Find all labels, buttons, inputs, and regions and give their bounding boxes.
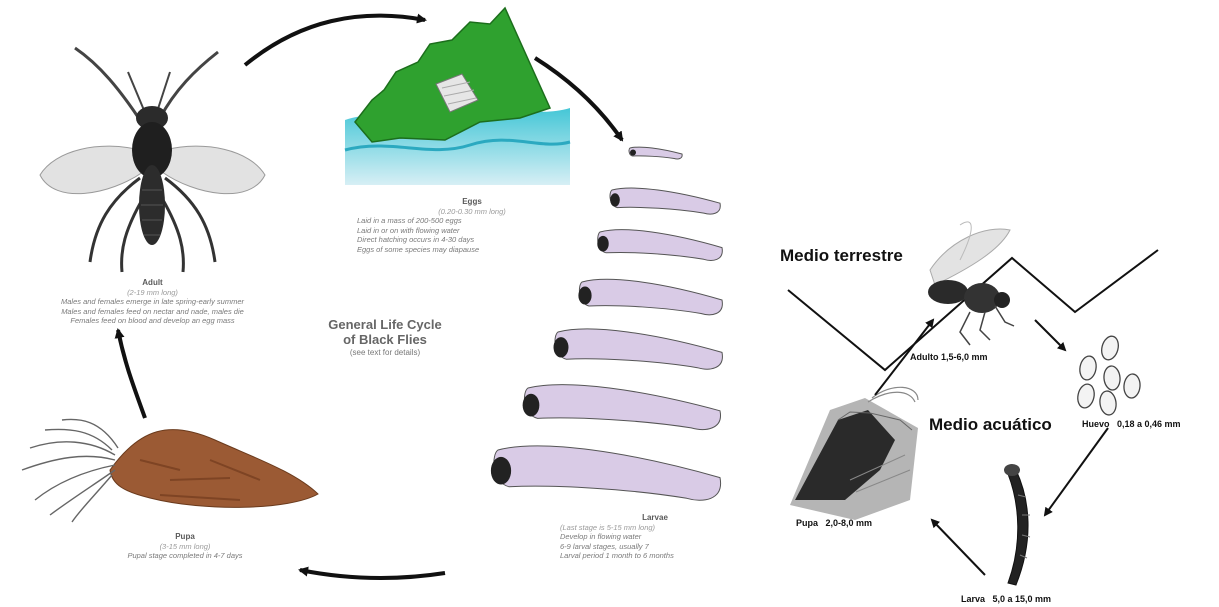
pupa-image <box>790 387 918 520</box>
adult-line-2: Males and females feed on nectar and nad… <box>5 307 300 316</box>
arrow-larvae-to-pupa <box>300 570 445 578</box>
arrow-adulto-to-huevo <box>1035 320 1065 350</box>
pupa-caption: Pupa (3-15 mm long) Pupal stage complete… <box>95 532 275 561</box>
title-line-1: General Life Cycle <box>300 318 470 333</box>
pupa-line-1: Pupal stage completed in 4-7 days <box>95 551 275 560</box>
eggs-caption: Eggs (0.20-0.30 mm long) Laid in a mass … <box>357 197 587 254</box>
eggs-line-1: Laid in a mass of 200-500 eggs <box>357 216 587 225</box>
arrow-larva-to-pupa <box>932 520 985 575</box>
larva-stage-7 <box>494 446 721 500</box>
arrow-adult-to-eggs <box>245 16 425 65</box>
life-cycle-title: General Life Cycle of Black Flies (see t… <box>300 318 470 357</box>
arrow-pupa-to-adult <box>118 330 145 418</box>
pupa-label: Pupa 2,0-8,0 mm <box>796 518 872 529</box>
adult-size: (2-19 mm long) <box>5 288 300 297</box>
adulto-label: Adulto 1,5-6,0 mm <box>910 352 988 363</box>
larva-stage-6 <box>524 385 720 430</box>
larvae-heading: Larvae <box>560 513 750 523</box>
eggs-line-4: Eggs of some species may diapause <box>357 245 587 254</box>
eggs-size: (0.20-0.30 mm long) <box>357 207 587 216</box>
huevo-label: Huevo 0,18 a 0,46 mm <box>1082 419 1181 430</box>
title-subtitle: (see text for details) <box>300 348 470 357</box>
eggs-line-2: Laid in or on with flowing water <box>357 226 587 235</box>
eggs-heading: Eggs <box>357 197 587 207</box>
title-line-2: of Black Flies <box>300 333 470 348</box>
adult-caption: Adult (2-19 mm long) Males and females e… <box>5 278 300 326</box>
larva-label: Larva 5,0 a 15,0 mm <box>961 594 1051 605</box>
larva-head-4 <box>578 287 591 305</box>
pupa-illustration <box>22 419 318 522</box>
larvae-size: (Last stage is 5-15 mm long) <box>560 523 750 532</box>
pupa-size: (3-15 mm long) <box>95 542 275 551</box>
larva-head-5 <box>554 337 569 357</box>
arrow-huevo-to-larva <box>1045 428 1108 515</box>
larva-image <box>1004 464 1030 585</box>
adult-line-3: Females feed on blood and develop an egg… <box>5 316 300 325</box>
adult-fly-illustration <box>40 48 265 272</box>
larva-stage-2 <box>610 188 720 214</box>
eggs-on-leaf-illustration <box>345 8 570 185</box>
adulto-fly-image <box>928 222 1014 345</box>
larvae-line-3: Larval period 1 month to 6 months <box>560 551 750 560</box>
larva-head-1 <box>630 150 636 156</box>
larva-stage-3 <box>598 230 723 261</box>
larva-stage-4 <box>579 279 722 314</box>
larvae-line-2: 6-9 larval stages, usually 7 <box>560 542 750 551</box>
larva-head-6 <box>523 394 540 417</box>
adult-line-1: Males and females emerge in late spring-… <box>5 297 300 306</box>
pupa-heading: Pupa <box>95 532 275 542</box>
larva-head-3 <box>597 236 608 252</box>
terrestrial-label: Medio terrestre <box>780 246 903 266</box>
aquatic-label: Medio acuático <box>929 415 1052 435</box>
huevo-eggs-image <box>1076 334 1141 416</box>
larva-head-2 <box>610 193 620 206</box>
larva-stage-5 <box>555 329 722 369</box>
larva-head-7 <box>491 457 511 485</box>
larvae-line-1: Develop in flowing water <box>560 532 750 541</box>
larva-stage-1 <box>629 147 682 159</box>
adult-heading: Adult <box>5 278 300 288</box>
larvae-caption: Larvae (Last stage is 5-15 mm long) Deve… <box>560 513 750 561</box>
eggs-line-3: Direct hatching occurs in 4-30 days <box>357 235 587 244</box>
